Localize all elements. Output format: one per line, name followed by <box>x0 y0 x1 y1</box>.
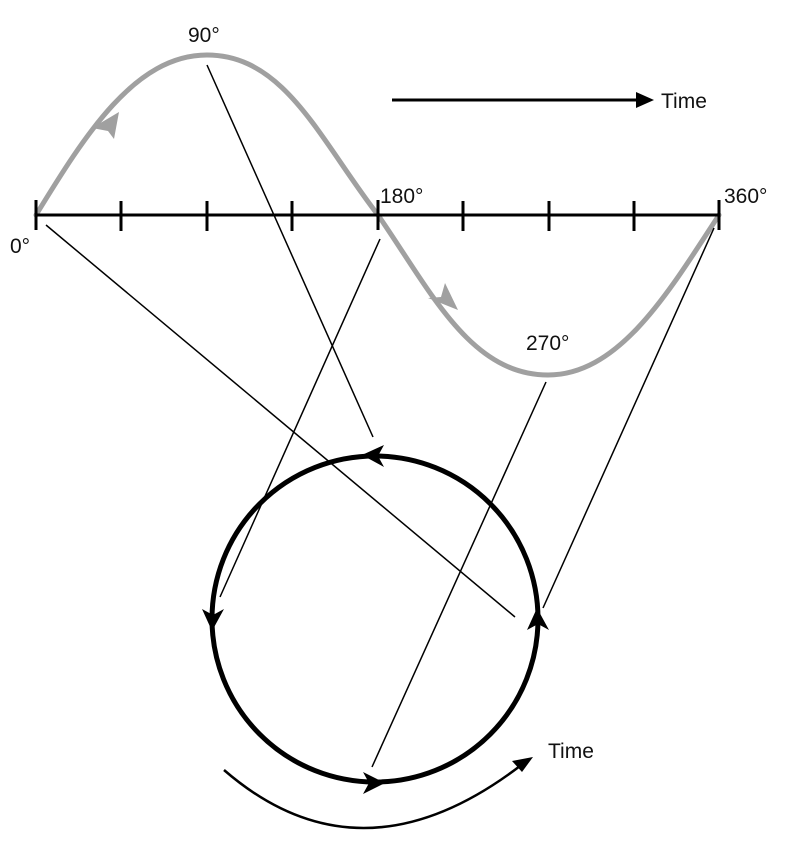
circle-arrowhead-bottom <box>363 772 385 794</box>
label-360-degrees: 360° <box>724 185 768 208</box>
projection-line-0 <box>45 224 516 618</box>
label-90-degrees: 90° <box>188 24 220 47</box>
projection-line-180 <box>219 238 381 598</box>
label-270-degrees: 270° <box>526 332 570 355</box>
rotation-time-arrowhead <box>512 757 533 772</box>
label-180-degrees: 180° <box>380 185 424 208</box>
label-time-top: Time <box>661 90 707 113</box>
rotation-time-arc <box>223 765 521 830</box>
label-time-bottom: Time <box>548 740 594 763</box>
sine-arrowhead-rising <box>92 112 119 139</box>
projection-line-270 <box>371 381 547 768</box>
time-arrowhead <box>636 92 654 108</box>
circle-arrowhead-left <box>202 609 224 631</box>
circle-arrowhead-top <box>362 445 384 467</box>
projection-line-360 <box>542 227 715 609</box>
circle-arrowhead-right <box>527 608 549 630</box>
sine-arrowhead-falling <box>428 283 458 310</box>
label-0-degrees: 0° <box>10 235 31 258</box>
projection-line-90 <box>206 64 374 438</box>
